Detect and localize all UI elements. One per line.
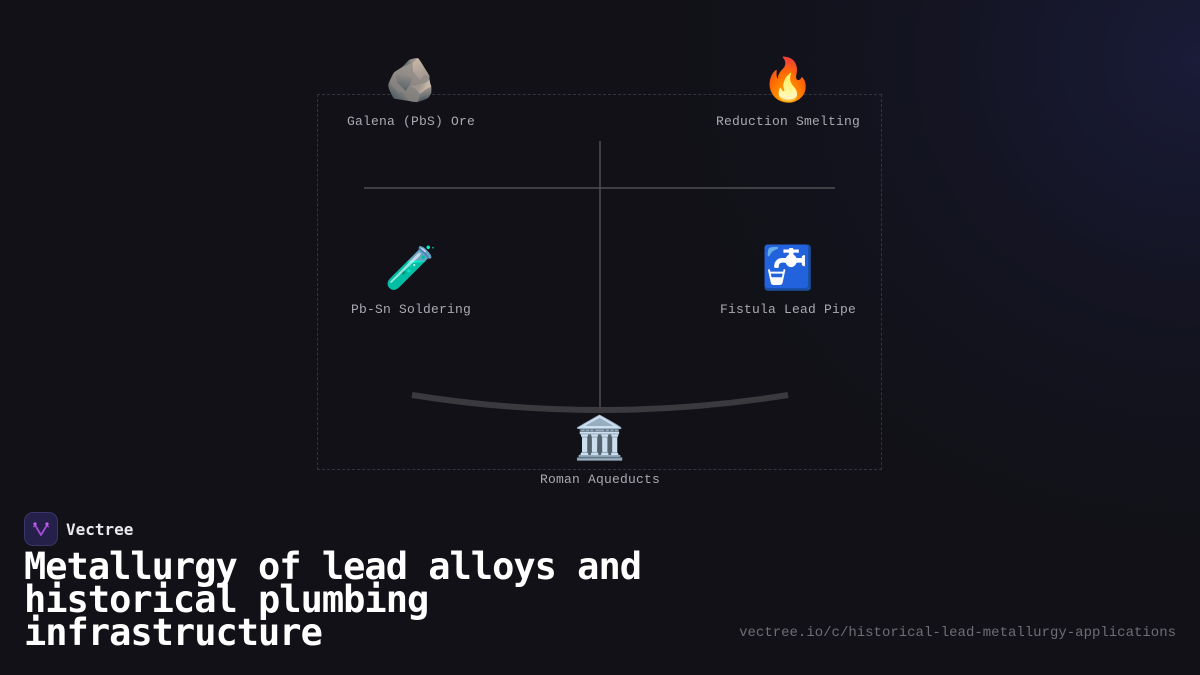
fire-icon: 🔥 bbox=[761, 55, 815, 104]
node-galena: 🪨 Galena (PbS) Ore bbox=[346, 55, 476, 130]
node-smelting: 🔥 Reduction Smelting bbox=[715, 55, 861, 130]
node-label: Pb-Sn Soldering bbox=[350, 302, 472, 317]
brand-name: Vectree bbox=[66, 519, 134, 539]
node-label: Fistula Lead Pipe bbox=[719, 302, 857, 317]
node-fistula: 🚰 Fistula Lead Pipe bbox=[719, 243, 857, 318]
node-label: Reduction Smelting bbox=[715, 114, 861, 129]
test-tube-icon: 🧪 bbox=[384, 243, 438, 292]
page-url[interactable]: vectree.io/c/historical-lead-metallurgy-… bbox=[739, 625, 1176, 641]
node-aqueducts: 🏛️ Roman Aqueducts bbox=[539, 413, 661, 488]
node-label: Galena (PbS) Ore bbox=[346, 114, 476, 129]
rock-icon: 🪨 bbox=[384, 55, 438, 104]
brand[interactable]: Vectree bbox=[24, 512, 133, 546]
vectree-logo-icon bbox=[24, 512, 58, 546]
page-title: Metallurgy of lead alloys and historical… bbox=[24, 545, 642, 654]
classical-building-icon: 🏛️ bbox=[573, 413, 627, 462]
water-tap-icon: 🚰 bbox=[761, 243, 815, 292]
node-label: Roman Aqueducts bbox=[539, 472, 661, 487]
node-soldering: 🧪 Pb-Sn Soldering bbox=[350, 243, 472, 318]
diagram-frame bbox=[317, 94, 882, 470]
